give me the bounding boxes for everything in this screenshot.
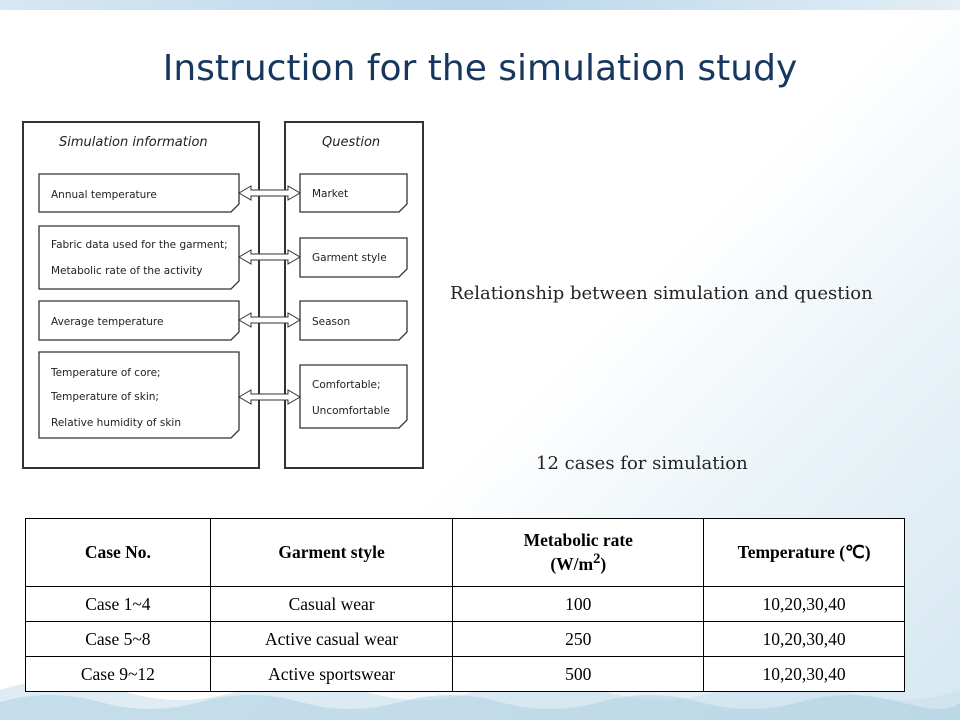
right-box-3: Season [299,300,408,341]
cell-case-no: Case 5~8 [25,621,211,657]
left-box-4-line-3: Relative humidity of skin [51,417,181,429]
cell-garment-style: Active casual wear [209,621,454,657]
double-arrow-4 [238,389,301,405]
right-box-1: Market [299,173,408,213]
right-box-4-line-1: Comfortable; [312,379,381,391]
top-decor-band [0,0,960,10]
left-box-2-line-1: Fabric data used for the garment; [51,239,228,251]
left-box-3: Average temperature [38,300,240,341]
cases-caption: 12 cases for simulation [536,453,748,474]
left-box-4-line-2: Temperature of skin; [50,391,159,403]
left-box-2-line-2: Metabolic rate of the activity [51,265,203,277]
left-box-3-line-1: Average temperature [51,316,163,328]
header-garment-style: Garment style [209,518,454,587]
left-panel-title: Simulation information [59,135,208,150]
relationship-caption: Relationship between simulation and ques… [450,283,873,304]
header-metabolic-rate: Metabolic rate (W/m2) [452,518,705,587]
right-box-2-line-1: Garment style [312,252,387,264]
right-box-4-line-2: Uncomfortable [312,405,390,417]
double-arrow-1 [238,185,301,201]
table-row: Case 1~4 Casual wear 100 10,20,30,40 [25,586,905,622]
table-header-row: Case No. Garment style Metabolic rate (W… [25,518,905,587]
left-box-2: Fabric data used for the garment; Metabo… [38,225,240,290]
cell-temperature: 10,20,30,40 [703,621,905,657]
header-metabolic-unit-sup: 2 [593,551,601,568]
cell-garment-style: Active sportswear [209,656,454,692]
right-box-1-line-1: Market [312,188,348,200]
right-box-4: Comfortable; Uncomfortable [299,364,408,429]
header-metabolic-unit-close: ) [600,553,607,574]
cell-case-no: Case 9~12 [25,656,211,692]
table-row: Case 5~8 Active casual wear 250 10,20,30… [25,621,905,657]
header-metabolic-rate-label: Metabolic rate [523,530,633,551]
header-case-no: Case No. [25,518,211,587]
table-row: Case 9~12 Active sportswear 500 10,20,30… [25,656,905,692]
right-box-3-line-1: Season [312,316,350,328]
right-panel-title: Question [322,135,380,150]
cell-temperature: 10,20,30,40 [703,586,905,622]
cell-metabolic-rate: 250 [452,621,705,657]
header-metabolic-unit: (W/m [550,553,594,574]
left-box-4: Temperature of core; Temperature of skin… [38,351,240,439]
slide-title: Instruction for the simulation study [162,48,798,89]
cell-garment-style: Casual wear [209,586,454,622]
simulation-cases-table: Case No. Garment style Metabolic rate (W… [25,518,905,692]
left-box-4-line-1: Temperature of core; [50,367,161,379]
relationship-diagram: Simulation information Question Annual t… [21,118,427,473]
left-box-1-line-1: Annual temperature [51,189,157,201]
cell-case-no: Case 1~4 [25,586,211,622]
cell-temperature: 10,20,30,40 [703,656,905,692]
right-box-2: Garment style [299,237,408,278]
cell-metabolic-rate: 500 [452,656,705,692]
header-temperature: Temperature (℃) [703,518,905,587]
cell-metabolic-rate: 100 [452,586,705,622]
double-arrow-3 [238,312,301,328]
left-box-1: Annual temperature [38,173,240,213]
double-arrow-2 [238,249,301,265]
